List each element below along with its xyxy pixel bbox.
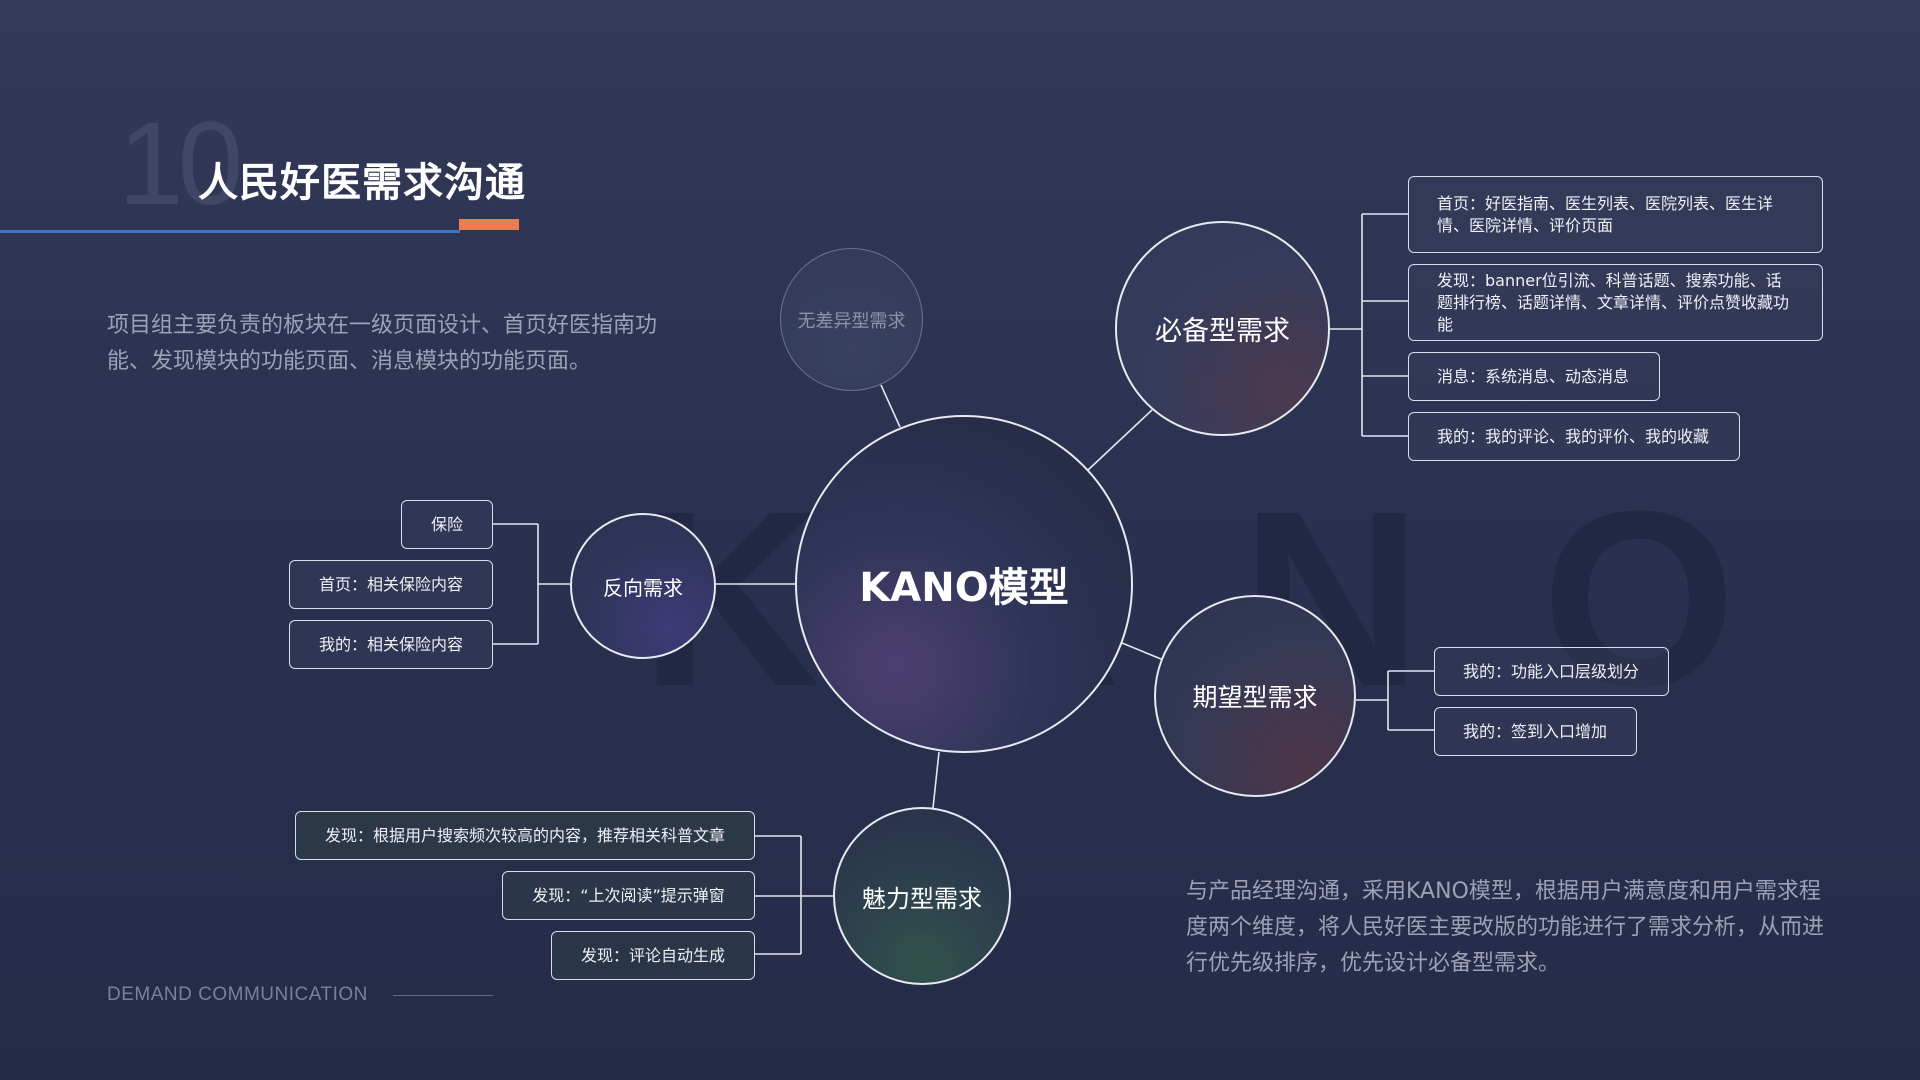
must-have-item: 发现：banner位引流、科普话题、搜索功能、话题排行榜、话题详情、文章详情、评… [1408, 264, 1823, 341]
expected-item: 我的：功能入口层级划分 [1434, 647, 1669, 696]
bracket-reverse [493, 523, 570, 645]
expected-item: 我的：签到入口增加 [1434, 707, 1637, 756]
link-center-charm [932, 751, 940, 809]
title-accent-bar [459, 219, 519, 230]
footer-line [393, 995, 493, 996]
reverse-node: 反向需求 [570, 513, 716, 659]
link-center-expect [1121, 642, 1162, 660]
must-have-item: 首页：好医指南、医生列表、医院列表、医生详情、医院详情、评价页面 [1408, 176, 1823, 253]
kano-model-node: KANO模型 [795, 415, 1133, 753]
attractive-item: 发现：根据用户搜索频次较高的内容，推荐相关科普文章 [295, 811, 755, 860]
footer-label: DEMAND COMMUNICATION [107, 984, 368, 1005]
attractive-item: 发现：“上次阅读”提示弹窗 [502, 871, 755, 920]
summary-text: 与产品经理沟通，采用KANO模型，根据用户满意度和用户需求程度两个维度，将人民好… [1186, 879, 1825, 976]
must-have-item: 我的：我的评论、我的评价、我的收藏 [1408, 412, 1740, 461]
link-center-indiff [880, 384, 901, 428]
must-have-item: 消息：系统消息、动态消息 [1408, 352, 1660, 401]
must-have-node: 必备型需求 [1115, 221, 1330, 436]
bracket-expect [1356, 670, 1434, 731]
attractive-item: 发现：评论自动生成 [551, 931, 755, 980]
expected-node: 期望型需求 [1154, 595, 1356, 797]
page-title: 人民好医需求沟通 [198, 160, 526, 206]
attractive-node: 魅力型需求 [833, 807, 1011, 985]
bracket-charm [755, 835, 833, 955]
reverse-item: 我的：相关保险内容 [289, 620, 493, 669]
page-number: 10 [118, 98, 243, 230]
indifferent-node: 无差异型需求 [780, 248, 923, 391]
link-center-must [1087, 409, 1153, 471]
bracket-must [1330, 213, 1408, 437]
reverse-item: 首页：相关保险内容 [289, 560, 493, 609]
reverse-item: 保险 [401, 500, 493, 549]
title-underline [0, 230, 460, 233]
intro-text: 项目组主要负责的板块在一级页面设计、首页好医指南功能、发现模块的功能页面、消息模… [107, 313, 658, 374]
